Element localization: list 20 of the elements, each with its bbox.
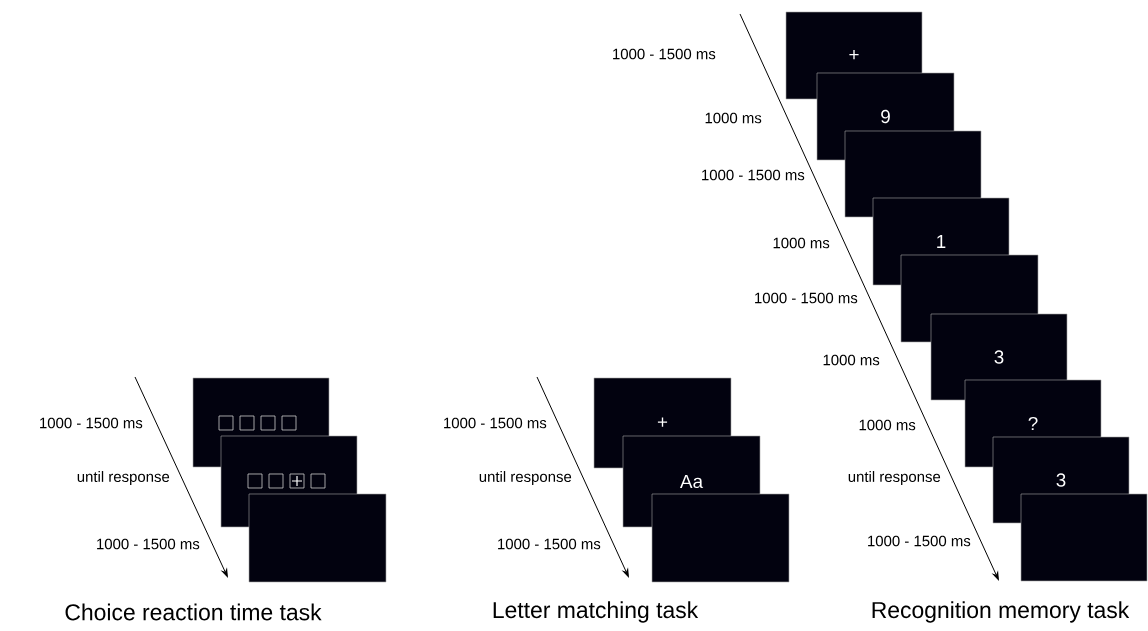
duration-label: 1000 - 1500 ms — [755, 292, 858, 304]
duration-label: 1000 ms — [859, 419, 916, 431]
duration-label: 1000 - 1500 ms — [613, 48, 716, 60]
duration-label: until response — [77, 471, 170, 485]
duration-label: until response — [848, 471, 941, 485]
duration-label: 1000 ms — [773, 237, 830, 249]
duration-label: 1000 - 1500 ms — [498, 538, 601, 550]
screen — [1020, 493, 1148, 582]
duration-label: 1000 - 1500 ms — [868, 535, 971, 547]
duration-label: 1000 ms — [705, 112, 762, 124]
duration-label: 1000 - 1500 ms — [702, 169, 805, 181]
duration-label: 1000 ms — [823, 354, 880, 366]
screen — [248, 493, 387, 583]
duration-label: until response — [479, 471, 572, 485]
panel-title: Choice reaction time task — [65, 603, 322, 621]
screen — [651, 493, 790, 583]
duration-label: 1000 - 1500 ms — [97, 538, 200, 550]
duration-label: 1000 - 1500 ms — [40, 417, 143, 429]
panel-title: Letter matching task — [493, 601, 699, 623]
duration-label: 1000 - 1500 ms — [444, 417, 547, 429]
